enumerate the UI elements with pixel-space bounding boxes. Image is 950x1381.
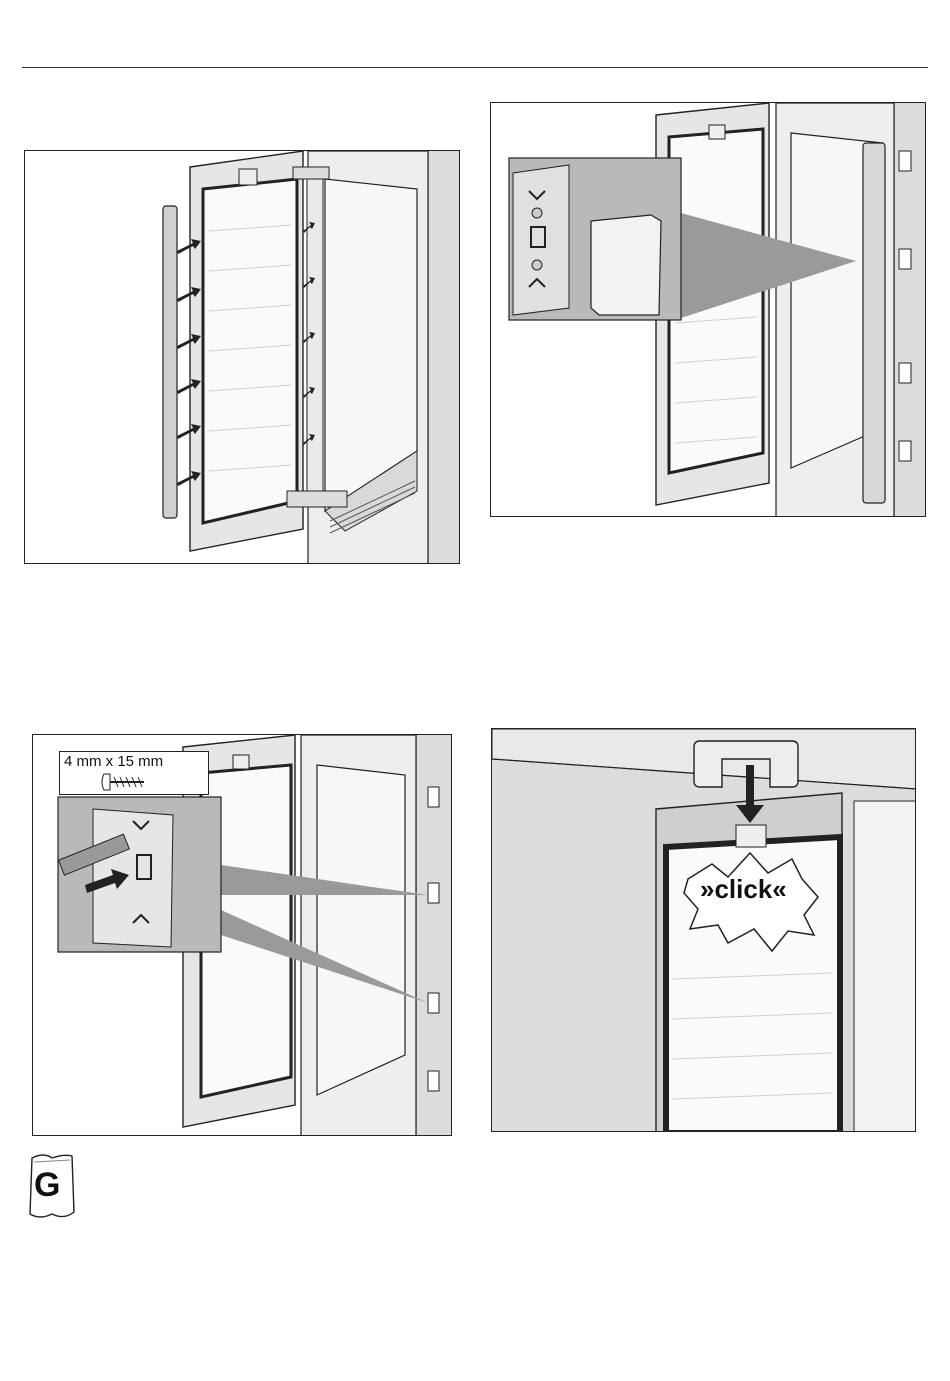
- click-sound-label: »click«: [700, 874, 787, 905]
- header-rule: [22, 67, 928, 68]
- figure-screw-fastening-illustration: [33, 735, 452, 1136]
- figure-click-cap: »click«: [491, 728, 916, 1132]
- accessory-bag-badge: G: [24, 1150, 80, 1222]
- screw-spec-label: 4 mm x 15 mm: [59, 751, 209, 795]
- figure-attach-strip-illustration: [25, 151, 460, 564]
- figure-screw-fastening: 4 mm x 15 mm: [32, 734, 452, 1136]
- screw-spec-text: 4 mm x 15 mm: [64, 753, 163, 770]
- badge-letter: G: [34, 1166, 60, 1205]
- screw-icon: [100, 772, 160, 792]
- figure-attach-strip: [24, 150, 460, 564]
- figure-click-cap-illustration: [492, 729, 916, 1132]
- figure-strip-clip-illustration: [491, 103, 926, 517]
- figure-strip-clip-detail: [490, 102, 926, 517]
